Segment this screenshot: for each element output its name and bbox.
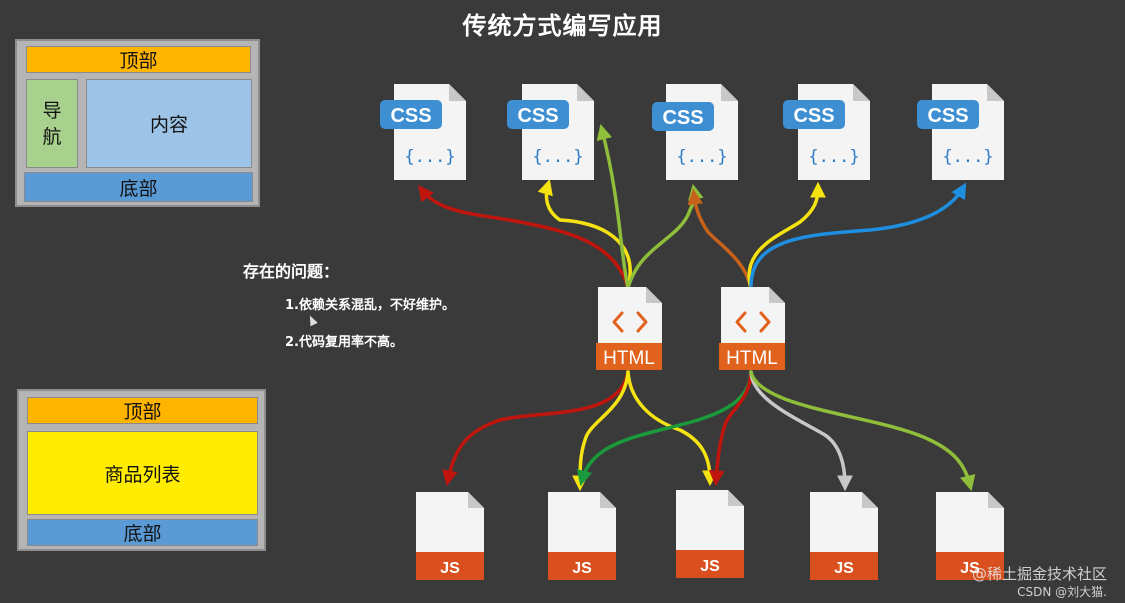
css-badge-4: CSS [783,100,845,129]
layout2-list: 商品列表 [27,431,258,515]
html-file-2: HTML [719,285,787,371]
arrow-html1-js1 [442,370,630,487]
html-file-1: HTML [596,285,664,371]
watermark-line-2: CSDN @刘大猫. [1017,585,1107,599]
css-badge-label-4: CSS [793,105,834,127]
css-badge-label-1: CSS [390,105,431,127]
html-badge-label-2: HTML [726,348,778,369]
arrow-html2-js3 [708,370,753,487]
js-badge-label-1: JS [440,560,460,577]
js-file-3: JS [676,490,744,578]
js-file-4: JS [810,492,878,580]
problems-heading: 存在的问题： [243,262,340,281]
problem-item-1: 1.依赖关系混乱，不好维护。 [285,298,455,313]
problems-section: 存在的问题： 1.依赖关系混乱，不好维护。 2.代码复用率不高。 [243,258,455,350]
layout2-footer-label: 底部 [123,523,162,545]
css-badge-1: CSS [380,100,442,129]
arrow-html1-css2 [537,178,632,290]
arrow-html2-css4 [747,181,826,290]
arrow-html2-js5 [749,370,976,492]
arrow-html1-css2b [596,123,630,290]
problem-item-2: 2.代码复用率不高。 [285,335,403,350]
arrow-html2-js2 [576,370,753,487]
css-file-4 [798,84,870,180]
css-badge-5: CSS [917,100,979,129]
css-badge-3: CSS [652,102,714,131]
layout1-footer-label: 底部 [119,177,158,200]
watermark-line-1: @稀土掘金技术社区 [971,565,1107,583]
css-file-3 [666,84,738,180]
layout-diagram-2: 顶部 商品列表 底部 [17,389,266,551]
layout1-content-label: 内容 [149,114,188,136]
page-title: 传统方式编写应用 [462,12,663,40]
css-file-5 [932,84,1004,180]
layout-diagram-1: 顶部 导航 内容 底部 [15,39,260,207]
js-badge-label-5: JS [960,560,980,577]
js-file-5: JS [936,492,1004,580]
css-file-2 [522,84,594,180]
css-badge-2: CSS [507,100,569,129]
layout1-content: 内容 [86,79,252,168]
js-badge-label-4: JS [834,560,854,577]
arrow-html2-js4 [749,370,853,492]
css-file-1 [394,84,466,180]
layout1-nav: 导航 [26,79,78,168]
arrow-html1-css3 [626,183,704,290]
layout1-nav-label: 导航 [42,99,62,148]
arrow-html2-css3 [687,188,753,290]
layout1-footer: 底部 [24,172,253,202]
layout2-header-label: 顶部 [123,401,162,423]
js-badge-label-2: JS [572,560,592,577]
css-badge-label-5: CSS [927,105,968,127]
arrow-html1-css1 [418,184,630,290]
css-badge-label-3: CSS [662,107,703,129]
layout2-list-label: 商品列表 [104,463,181,486]
arrow-html2-css5 [749,182,967,290]
js-badge-label-3: JS [700,558,720,575]
html-badge-label-1: HTML [603,348,655,369]
watermark: @稀土掘金技术社区 CSDN @刘大猫. [972,565,1107,601]
js-file-2: JS [548,492,616,580]
layout2-header: 顶部 [27,397,258,424]
arrow-html1-js3 [626,370,718,487]
js-file-1: JS [416,492,484,580]
css-badge-label-2: CSS [517,105,558,127]
layout1-header: 顶部 [26,46,251,73]
layout2-footer: 底部 [27,519,258,546]
layout1-header-label: 顶部 [119,50,158,72]
